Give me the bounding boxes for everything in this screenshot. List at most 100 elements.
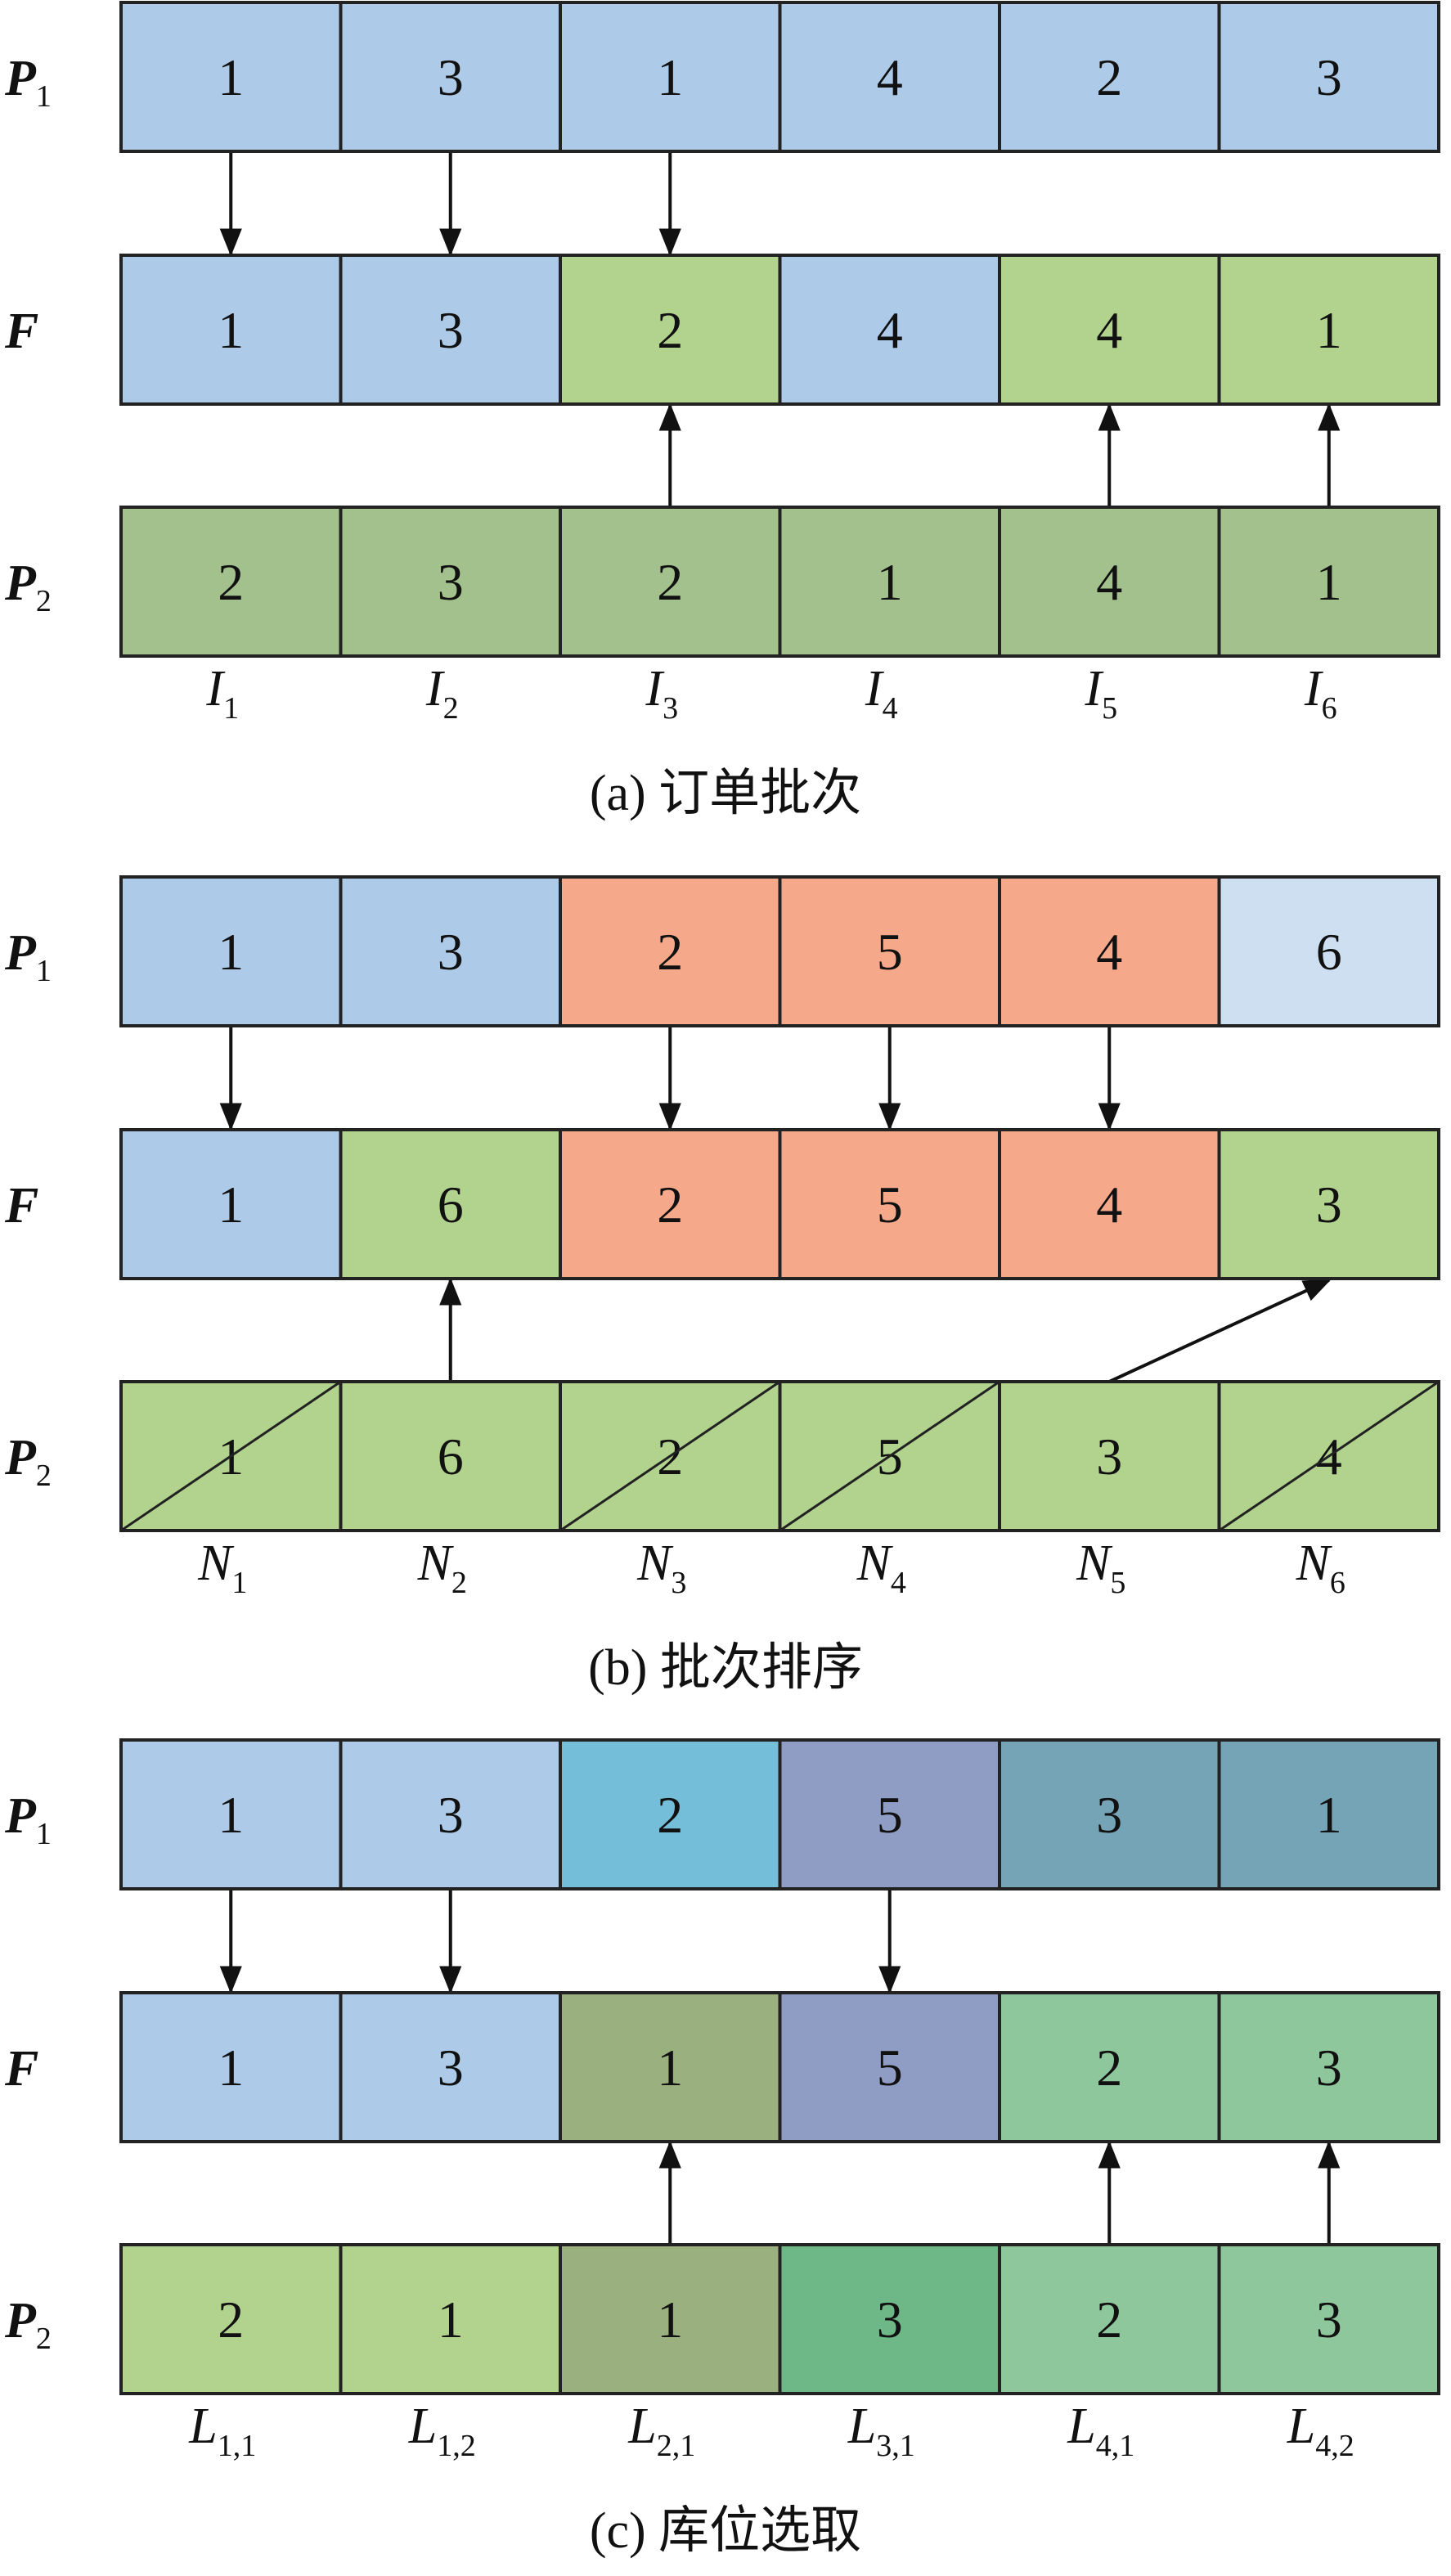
gene-value: 1 [657,2039,683,2097]
gene-value: 6 [438,1427,464,1486]
slash-mark [779,1380,1000,1532]
gene-value: 1 [218,301,244,359]
index-label: L1,2 [408,2398,476,2463]
index-label: I4 [865,661,898,726]
gene-value: 2 [657,1176,683,1234]
row-label: P2 [4,555,52,618]
index-label: I5 [1084,661,1117,726]
gene-value: 3 [438,553,464,611]
gene-cell [1217,506,1440,658]
gene-cell [1217,1128,1440,1280]
gene-value: 1 [218,48,244,106]
gene-cell [1217,1,1440,153]
gene-value: 2 [218,2291,244,2349]
gene-cell [339,875,562,1027]
row-label: P2 [4,1430,52,1493]
gene-cell [1217,1991,1440,2143]
gene-cell [1217,2243,1440,2395]
index-label: L4,1 [1067,2398,1134,2463]
gene-value: 4 [1096,923,1122,981]
gene-cell [1217,1738,1440,1890]
gene-cell [998,1991,1221,2143]
gene-value: 6 [1316,923,1342,981]
gene-value: 3 [1316,2039,1342,2097]
gene-value: 4 [877,48,903,106]
gene-value: 1 [218,1786,244,1844]
gene-value: 1 [218,1176,244,1234]
index-label: N2 [417,1535,467,1600]
gene-value: 1 [1316,1786,1342,1844]
gene-cell [339,254,562,406]
panel-caption: (a) 订单批次 [590,766,861,821]
gene-cell [119,875,343,1027]
panel-2: P1132546F162543P2162534N1N2N3N4N5N6(b) 批… [4,875,1440,1696]
gene-cell [339,1991,562,2143]
index-label: N1 [197,1535,247,1600]
gene-cell [1217,875,1440,1027]
slash-mark [1218,1380,1440,1532]
gene-value: 2 [1096,2039,1122,2097]
index-label: L4,2 [1287,2398,1354,2463]
diagonal-arrow [1108,1279,1332,1383]
gene-cell [559,1128,782,1280]
gene-value: 4 [877,301,903,359]
index-label: I3 [645,661,678,726]
gene-cell [998,2243,1221,2395]
gene-value: 2 [1096,48,1122,106]
index-label: L3,1 [847,2398,915,2463]
gene-cell [778,1991,1001,2143]
gene-value: 3 [1316,48,1342,106]
gene-value: 3 [438,2039,464,2097]
panel-caption: (b) 批次排序 [588,1640,863,1696]
gene-value: 2 [218,553,244,611]
gene-cell [998,1128,1221,1280]
gene-value: 1 [877,553,903,611]
gene-value: 5 [877,1786,903,1844]
row-P2: P2162534 [4,1380,1440,1532]
gene-value: 1 [657,2291,683,2349]
gene-cell [778,2243,1001,2395]
gene-value: 3 [438,1786,464,1844]
gene-cell [998,1738,1221,1890]
index-label: N6 [1296,1535,1345,1600]
gene-cell [119,1991,343,2143]
slash-mark [559,1380,781,1532]
gene-value: 5 [877,2039,903,2097]
gene-cell [998,875,1221,1027]
gene-value: 1 [1316,301,1342,359]
gene-cell [339,1380,562,1532]
gene-value: 2 [657,301,683,359]
gene-cell [119,1128,343,1280]
gene-value: 3 [438,301,464,359]
gene-value: 3 [877,2291,903,2349]
gene-value: 4 [1096,1176,1122,1234]
index-label: L1,1 [188,2398,256,2463]
index-label: N3 [636,1535,686,1600]
gene-value: 3 [1096,1427,1122,1486]
gene-cell [1217,254,1440,406]
gene-cell [119,254,343,406]
gene-cell [998,506,1221,658]
row-label: P1 [4,925,52,988]
gene-value: 1 [218,923,244,981]
slash-mark [120,1380,342,1532]
gene-cell [339,1128,562,1280]
gene-cell [778,254,1001,406]
row-label: F [4,303,38,359]
gene-cell [119,1738,343,1890]
gene-cell [778,1,1001,153]
gene-cell [998,1,1221,153]
gene-cell [119,1,343,153]
gene-cell [339,2243,562,2395]
gene-cell [119,2243,343,2395]
gene-value: 6 [438,1176,464,1234]
